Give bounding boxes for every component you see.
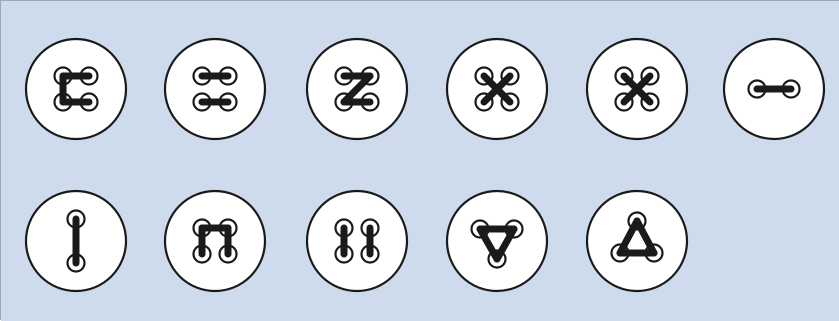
button-four-hole-cross-b [587, 39, 687, 139]
button-four-hole-parallel-vertical [307, 191, 407, 291]
button-body [26, 39, 126, 139]
button-four-hole-c-stitch [26, 39, 126, 139]
button-four-hole-parallel-horizontal [165, 39, 265, 139]
button-four-hole-cross-a [447, 39, 547, 139]
button-four-hole-z-stitch [307, 39, 407, 139]
button-three-hole-triangle-up [587, 191, 687, 291]
button-body [307, 191, 407, 291]
button-body [447, 191, 547, 291]
button-two-hole-horizontal [724, 39, 824, 139]
button-four-hole-arch [165, 191, 265, 291]
button-two-hole-vertical [26, 191, 126, 291]
button-body [587, 191, 687, 291]
button-body [165, 39, 265, 139]
button-body [165, 191, 265, 291]
button-three-hole-triangle-down [447, 191, 547, 291]
